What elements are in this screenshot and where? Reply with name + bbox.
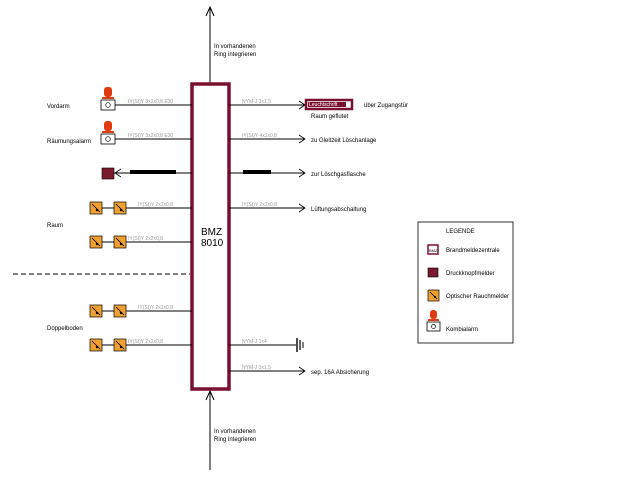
- bmz-label-line1: BMZ: [201, 227, 222, 238]
- cable-label-left-3: IY(St)Y 2x2x0,8: [138, 202, 173, 208]
- right-label-loeschgas: zur Löschgasflasche: [311, 172, 366, 178]
- rauchmelder-icon: [89, 201, 103, 215]
- druckknopf-icon: [101, 167, 115, 180]
- leuchtschrift-label: Leuchtschrift: [309, 102, 338, 108]
- arrow-right-icon: [298, 203, 306, 213]
- legend-item-rauchmelder: Optischer Rauchmelder: [446, 294, 509, 300]
- cable-bar-right: [243, 170, 271, 174]
- legend-item-bmz: Brandmeldezentrale: [446, 248, 500, 254]
- arrow-right-icon: [298, 134, 306, 144]
- rauchmelder-icon: [427, 289, 440, 302]
- bmz-label-line2: 8010: [201, 238, 224, 249]
- ring-top-line2: Ring integrieren: [214, 52, 256, 58]
- kombialarm-icon: [100, 87, 116, 111]
- cable-bar-left: [130, 170, 176, 174]
- arrow-left-icon: [114, 168, 122, 178]
- bmz-box: [190, 82, 231, 391]
- druckknopf-icon: [427, 267, 439, 278]
- left-label-raeumung: Räumungsalarm: [47, 139, 91, 145]
- right-label-gleitzeit: zu Gleitzeit Löschanlage: [311, 138, 377, 144]
- legend-title: LEGENDE: [446, 229, 475, 235]
- ring-bottom-line2: Ring integrieren: [214, 437, 256, 443]
- right-label-zugangstuer: über Zugangstür: [364, 103, 408, 109]
- arrow-right-icon: [298, 168, 306, 178]
- kombialarm-icon: [426, 310, 441, 332]
- ring-arrow-top: [205, 5, 215, 17]
- rauchmelder-icon: [113, 304, 127, 318]
- rauchmelder-icon: [113, 338, 127, 352]
- legend: LEGENDE BMZ Brandmeldezentrale Druckknop…: [417, 221, 514, 344]
- rauchmelder-icon: [113, 235, 127, 249]
- rauchmelder-icon: [89, 235, 103, 249]
- cable-label-left-2: IY(St)Y 3x2x0,8 E30: [128, 133, 173, 139]
- cable-label-right-4: IY(St)Y 2x2x0,8: [242, 202, 277, 208]
- right-label-lueftung: Lüftungsabschaltung: [311, 207, 366, 213]
- right-label-absicherung: sep. 16A Absicherung: [311, 370, 369, 376]
- bmz-icon: BMZ: [427, 244, 439, 255]
- cable-label-right-1: NYM-J 3x1,5: [242, 99, 271, 105]
- cable-label-left-5: IY(St)Y 2x2x0,8: [138, 305, 173, 311]
- cable-label-left-6: IY(St)Y 2x2x0,8: [128, 339, 163, 345]
- leuchtschrift-fill: [308, 102, 346, 107]
- rauchmelder-icon: [89, 338, 103, 352]
- rauchmelder-icon: [113, 201, 127, 215]
- svg-text:BMZ: BMZ: [429, 248, 438, 253]
- kombialarm-icon: [100, 121, 116, 145]
- left-label-doppelboden: Doppelboden: [47, 326, 83, 332]
- cable-label-right-5: NYM-J 1x4: [242, 339, 267, 345]
- cable-label-right-2: IY(St)Y 4x2x0,8: [242, 133, 277, 139]
- ring-arrow-bottom: [205, 389, 215, 401]
- ring-top-line1: In vorhandenen: [214, 44, 256, 50]
- right-label-raum-geflutet: Raum geflutet: [311, 114, 349, 120]
- legend-item-druckknopf: Druckknopfmelder: [446, 271, 495, 277]
- cable-label-right-6: NYM-J 3x1,5: [242, 365, 271, 371]
- arrow-right-icon: [298, 366, 306, 376]
- left-label-vordarm: Vordarm: [47, 104, 70, 110]
- cable-label-left-1: IY(St)Y 3x2x0,8 E30: [128, 99, 173, 105]
- ground-icon: [296, 338, 304, 352]
- left-label-raum: Raum: [47, 223, 63, 229]
- rauchmelder-icon: [89, 304, 103, 318]
- cable-label-left-4: IY(St)Y 2x2x0,8: [128, 236, 163, 242]
- ring-bottom-line1: In vorhandenen: [214, 429, 256, 435]
- legend-item-kombialarm: Kombialarm: [446, 327, 478, 333]
